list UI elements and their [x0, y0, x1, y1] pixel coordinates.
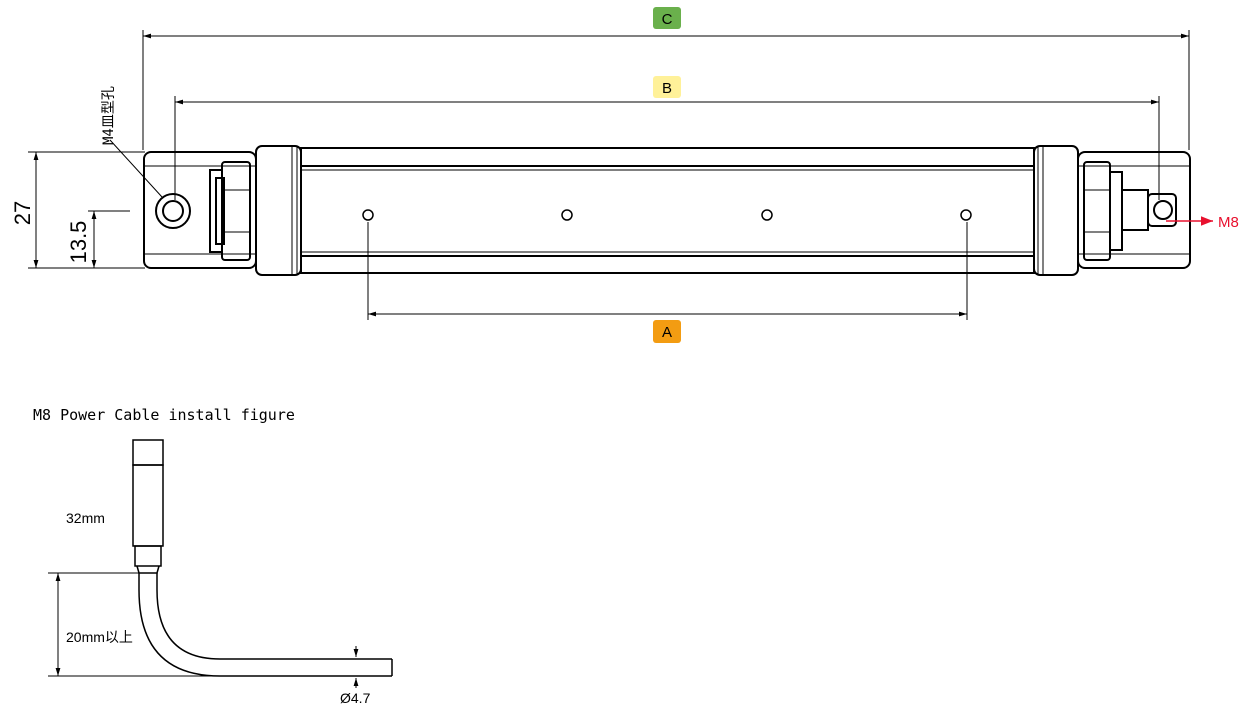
hole-note-label: M4皿型孔 — [101, 86, 117, 145]
badge-c — [653, 7, 681, 29]
height-total-label: 27 — [10, 201, 35, 225]
label-c: C — [662, 11, 673, 28]
badge-a — [653, 320, 681, 343]
badge-b — [653, 76, 681, 98]
cable-figure-title: M8 Power Cable install figure — [33, 406, 295, 424]
mount-hole — [960, 209, 972, 221]
m8-connector — [1147, 193, 1177, 227]
cable-plug — [132, 439, 164, 466]
mount-hole — [561, 209, 573, 221]
dimension-b: B — [174, 76, 1160, 200]
mount-hole — [362, 209, 374, 221]
cable-figure: M8 Power Cable install figure 32mm 20mm以… — [33, 406, 393, 706]
height-half-label: 13.5 — [66, 221, 91, 264]
dimension-c: C — [142, 7, 1190, 150]
cable-diameter-label: Ø4.7 — [340, 690, 371, 706]
light-bar — [143, 145, 1191, 276]
connector-callout: M8 — [1166, 214, 1239, 231]
left-end-cap — [143, 151, 257, 269]
connector-label: M8 — [1218, 214, 1239, 231]
dimension-a: A — [367, 222, 968, 343]
right-end-cap — [1077, 151, 1191, 269]
label-a: A — [662, 324, 672, 341]
height-dimensions: 27 13.5 — [10, 151, 145, 269]
left-mount-hole — [155, 193, 191, 229]
cable-length-label: 32mm — [66, 510, 105, 526]
label-b: B — [662, 80, 672, 97]
cable-bend-label: 20mm以上 — [66, 629, 133, 645]
hole-note: M4皿型孔 — [101, 86, 163, 198]
mount-hole — [761, 209, 773, 221]
